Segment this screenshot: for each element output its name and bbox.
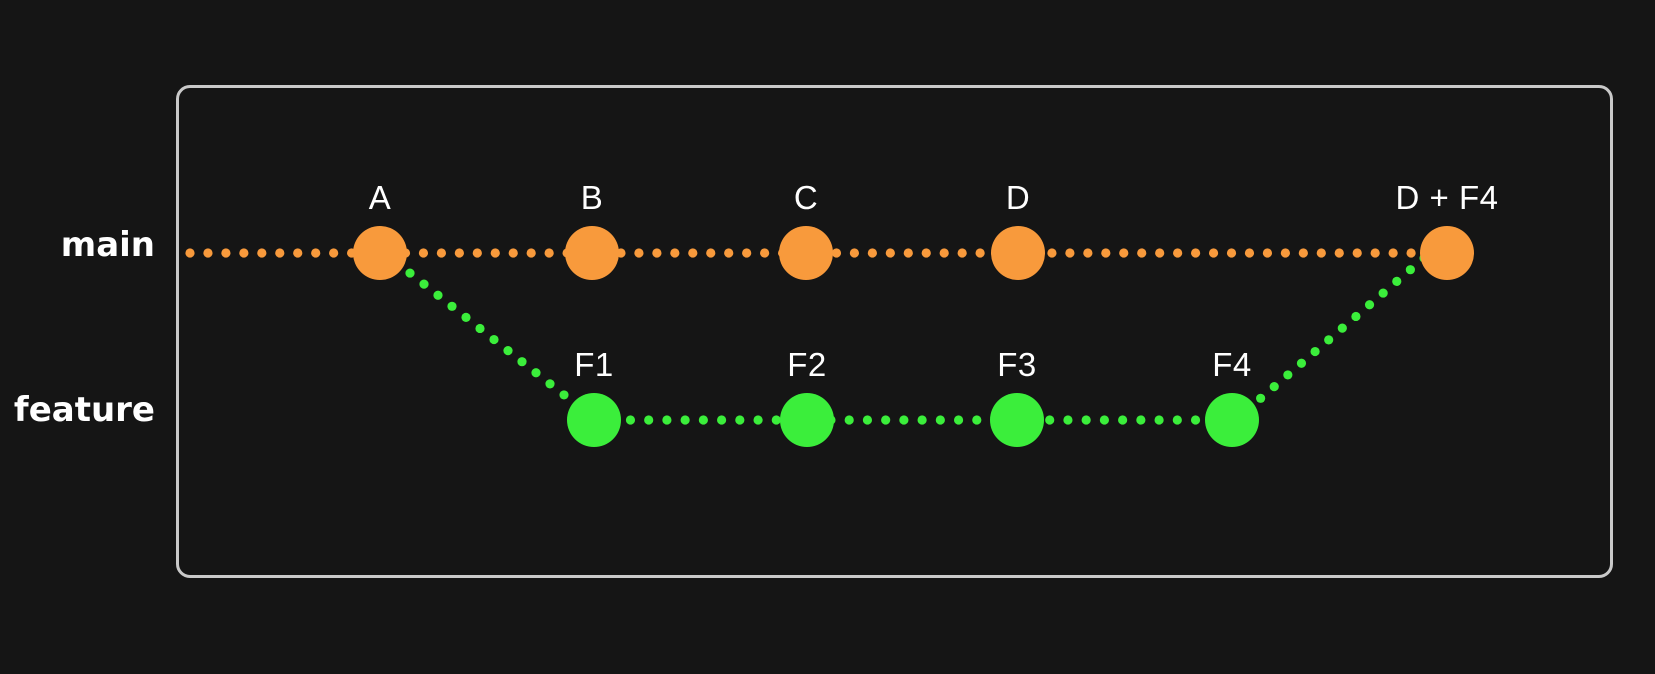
commit-label-F2: F2 (787, 346, 827, 383)
commits-layer (353, 226, 1474, 447)
commit-label-F3: F3 (997, 346, 1037, 383)
commit-node-D[interactable] (991, 226, 1045, 280)
commit-label-B: B (580, 179, 604, 216)
commit-node-F1[interactable] (567, 393, 621, 447)
commit-node-F2[interactable] (780, 393, 834, 447)
commit-node-merge[interactable] (1420, 226, 1474, 280)
commit-label-D: D (1005, 179, 1031, 216)
edge-merge-in (1242, 253, 1429, 415)
commit-label-C: C (793, 179, 819, 216)
commit-label-F4: F4 (1212, 346, 1252, 383)
edge-feature-line (589, 415, 1237, 425)
edge-main-line (185, 248, 1452, 258)
commit-node-C[interactable] (779, 226, 833, 280)
commit-label-F1: F1 (574, 346, 614, 383)
commit-label-merge: D + F4 (1395, 179, 1499, 216)
commit-node-F3[interactable] (990, 393, 1044, 447)
diagram-frame (176, 85, 1613, 578)
edge-branch-off (391, 257, 583, 411)
branch-label-feature: feature (13, 390, 155, 430)
commit-node-B[interactable] (565, 226, 619, 280)
commit-label-A: A (368, 179, 392, 216)
branch-label-main: main (60, 225, 155, 265)
commit-node-F4[interactable] (1205, 393, 1259, 447)
edges-layer (185, 248, 1452, 425)
commit-node-A[interactable] (353, 226, 407, 280)
